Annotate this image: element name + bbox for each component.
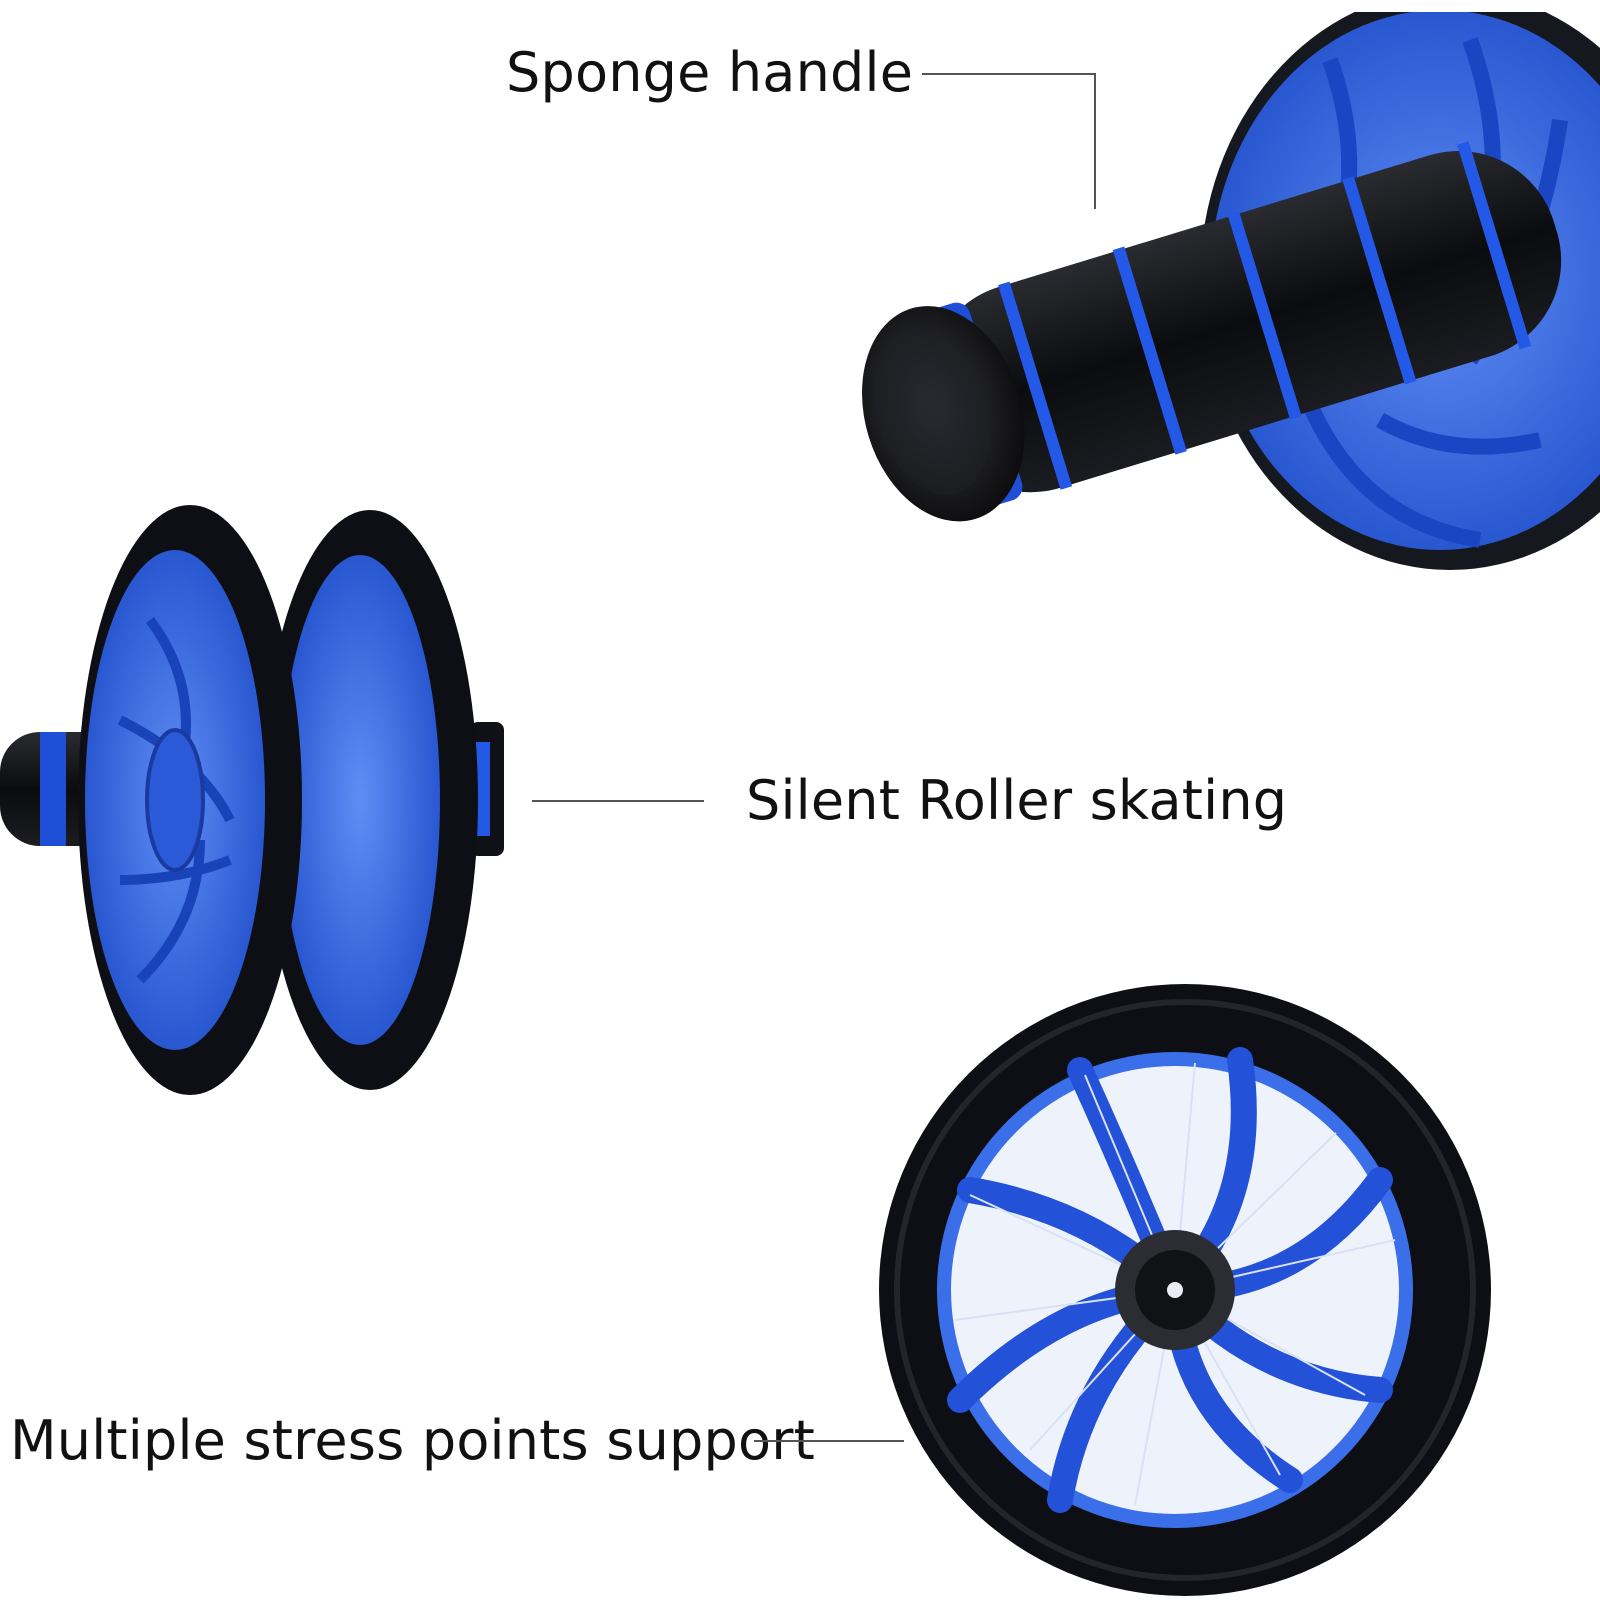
single-wheel-photo [879, 984, 1491, 1596]
sponge-handle-photo [862, 0, 1600, 570]
callout-sponge-handle: Sponge handle [506, 41, 914, 104]
leader-handle-vertical [1094, 73, 1096, 209]
double-wheel-photo [0, 505, 504, 1095]
callout-silent-roller: Silent Roller skating [746, 769, 1288, 832]
leader-roller [532, 800, 704, 802]
leader-stress [754, 1440, 904, 1442]
leader-handle-horizontal [922, 73, 1095, 75]
callout-stress-points: Multiple stress points support [10, 1409, 815, 1472]
